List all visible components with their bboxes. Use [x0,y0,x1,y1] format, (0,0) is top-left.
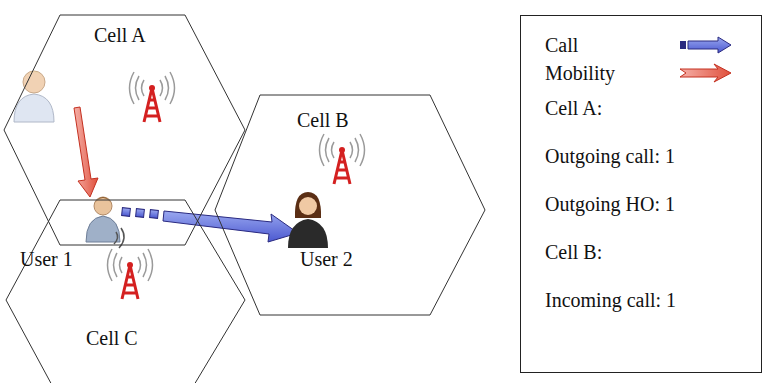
cell-name: Cell B [297,109,349,131]
cell-name: Cell C [86,327,138,349]
user-icon [288,192,328,248]
legend-note: Outgoing call: 1 [545,145,675,167]
legend-note: Cell B: [545,241,602,263]
cell-hexagon: Cell B [215,95,485,315]
legend-text: Call [545,34,578,56]
user-icon [86,197,124,248]
cell-tower [320,134,365,184]
user-label: User 2 [300,248,353,270]
user-label: User 1 [20,248,73,270]
call-arrow [122,208,298,242]
hexagon-outline [6,200,245,383]
legend-note: Cell A: [545,97,602,119]
hexagon-outline [215,95,485,315]
mobility-arrow [74,107,98,197]
legend-note: Outgoing HO: 1 [545,193,675,215]
cell-tower [130,72,175,122]
legend-text: Mobility [545,62,615,84]
cell-hexagon: Cell C [6,200,245,383]
hexagon-outline [4,15,245,245]
legend-box [521,16,762,373]
cell-tower [108,249,153,299]
legend-note: Incoming call: 1 [545,289,676,311]
legend-sample [680,37,731,82]
cell-name: Cell A [94,24,146,46]
cell-hexagon: Cell A [4,15,245,245]
